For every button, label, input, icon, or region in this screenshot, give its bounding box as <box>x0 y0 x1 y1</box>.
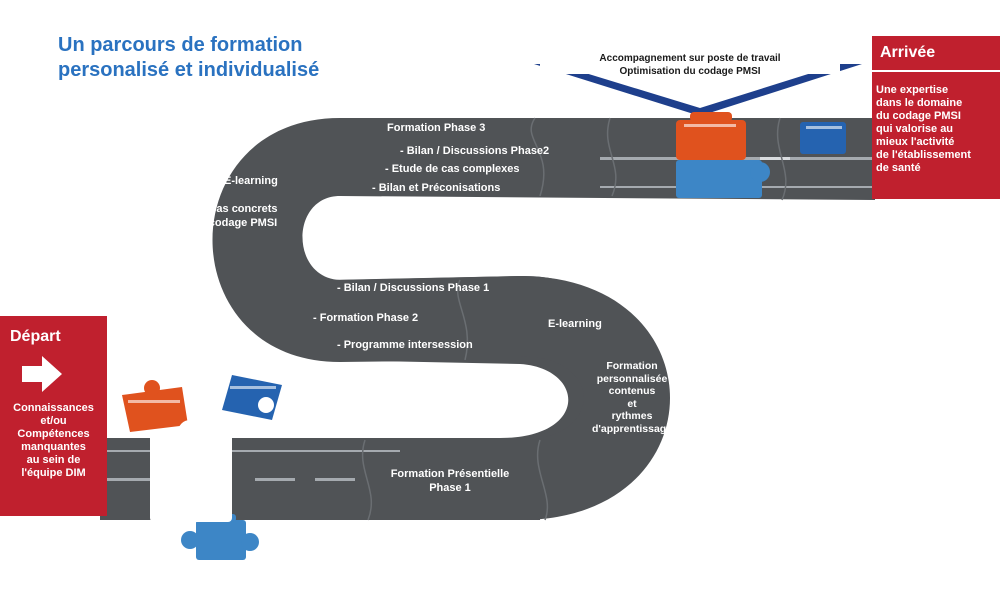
puzzle-seams <box>361 117 787 521</box>
start-line: au sein de <box>26 454 81 466</box>
elearning-mid: E-learning <box>548 318 602 330</box>
phase2-title: - Formation Phase 2 <box>313 312 419 324</box>
end-line: Une expertise <box>876 84 949 96</box>
start-line: manquantes <box>21 441 86 453</box>
lane-mark <box>255 478 295 481</box>
top-arrow-label: Accompagnement sur poste de travail Opti… <box>540 52 840 78</box>
darkblue-puzzle-piece-top <box>800 122 846 154</box>
perso-line: contenus <box>608 385 656 397</box>
end-line: qui valorise au <box>876 123 954 135</box>
cas-concrets-line-2: codage PMSI <box>208 217 278 229</box>
lower-bend <box>520 276 670 520</box>
start-line: l'équipe DIM <box>21 467 86 479</box>
start-box: Départ Connaissances et/ou Compétences m… <box>0 316 107 516</box>
phase1-line-1: Formation Présentielle <box>390 468 510 480</box>
cas-concrets-line-1: Cas concrets <box>208 203 278 215</box>
end-line: de l'établissement <box>876 149 971 161</box>
perso-line: Formation <box>606 360 658 372</box>
phase3-item-1: - Bilan / Discussions Phase2 <box>400 145 550 157</box>
elearning-top: E-learning <box>224 175 278 187</box>
perso-line: et <box>627 397 637 410</box>
end-description: Une expertise dans le domaine du codage … <box>876 84 998 175</box>
top-arrow-line-1: Accompagnement sur poste de travail <box>599 53 781 64</box>
end-line: mieux l'activité <box>876 136 955 148</box>
top-arrow-line-2: Optimisation du codage PMSI <box>619 66 761 77</box>
lane-mark <box>315 478 355 481</box>
end-line: du codage PMSI <box>876 110 961 122</box>
end-heading: Arrivée <box>880 44 936 61</box>
phase1-line-2: Phase 1 <box>429 482 471 494</box>
phase2-item-1: - Bilan / Discussions Phase 1 <box>337 282 490 294</box>
start-line: Compétences <box>17 428 90 440</box>
missing-piece-gap <box>150 420 232 522</box>
end-divider <box>872 70 1000 72</box>
orange-puzzle-piece-top <box>676 112 746 160</box>
lane-mark <box>100 478 180 481</box>
darkblue-puzzle-piece-bottom <box>222 375 282 420</box>
title-line-1: Un parcours de formation <box>58 34 303 56</box>
phase1-label: Formation Présentielle Phase 1 <box>370 467 530 495</box>
end-box: Arrivée Une expertise dans le domaine du… <box>872 36 1000 199</box>
title-line-2: personalisé et individualisé <box>58 59 320 81</box>
arrow-text-bg <box>540 46 840 74</box>
perso-line: personnalisée <box>596 372 668 385</box>
right-arrow-icon <box>22 356 62 392</box>
blue-puzzle-piece-top <box>676 160 770 198</box>
phase3-item-2: - Etude de cas complexes <box>385 163 520 175</box>
lane-mark <box>760 157 790 160</box>
start-description: Connaissances et/ou Compétences manquant… <box>0 402 107 480</box>
start-line: et/ou <box>40 415 67 427</box>
start-line: Connaissances <box>13 402 94 414</box>
cas-concrets: Cas concrets codage PMSI <box>198 202 288 230</box>
perso-line: d'apprentissage <box>591 422 673 435</box>
lane-mark <box>100 450 400 452</box>
top-arrow-inner <box>556 64 840 108</box>
orange-puzzle-piece-bottom <box>122 380 188 432</box>
blue-puzzle-piece-bottom <box>181 514 259 560</box>
page-title: Un parcours de formation personalisé et … <box>58 33 319 83</box>
end-line: de santé <box>876 162 921 174</box>
personalized-training: Formation personnalisée contenus et ryth… <box>576 360 688 435</box>
phase3-item-3: - Bilan et Préconisations <box>372 182 501 194</box>
start-heading: Départ <box>10 328 61 345</box>
phase3-title: Formation Phase 3 <box>387 122 486 134</box>
end-line: dans le domaine <box>876 97 963 109</box>
phase2-item-2: - Programme intersession <box>337 339 473 351</box>
perso-line: rythmes <box>611 410 653 422</box>
